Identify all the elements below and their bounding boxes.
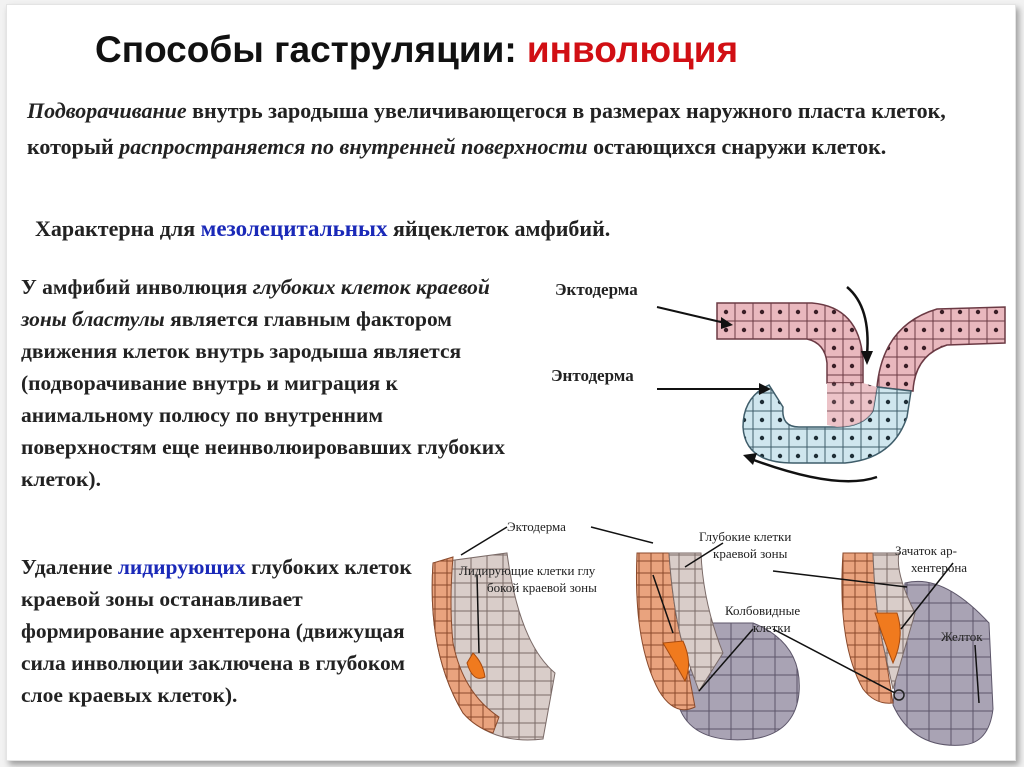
slide-title: Способы гаструляции: инволюция [95,29,738,71]
arrow-endoderm [657,383,771,395]
ectoderm-label-bottom: Эктодерма [507,519,566,534]
amphibian-text: является главным фактором движения клето… [21,307,505,491]
archenteron-label-line-2: хентерона [911,560,967,575]
slide: Способы гаструляции: инволюция Подворачи… [6,4,1016,761]
endoderm-layer [743,383,911,463]
endoderm-label: Энтодерма [551,366,634,385]
title-accent: инволюция [527,29,738,70]
amphibian-prefix: У амфибий инволюция [21,275,253,299]
title-main: Способы гаструляции: [95,29,517,70]
ectoderm-layer-right [877,307,1005,391]
bottle-cells-label-line-2: клетки [753,620,791,635]
removal-paragraph: Удаление лидирующих глубоких клеток крае… [21,551,421,711]
amphibian-paragraph: У амфибий инволюция глубоких клеток крае… [21,271,519,495]
definition-text-2: остающихся снаружи клеток. [588,134,887,159]
deep-cells-label-line-2: краевой зоны [713,546,788,561]
definition-emphasis: распространяется по внутренней поверхнос… [119,134,587,159]
ectoderm-label: Эктодерма [555,280,638,299]
stages-diagram: Эктодерма Лидирующие клетки глу бокой кр… [423,513,1011,755]
archenteron-label-line-1: Зачаток ар- [895,543,957,558]
leading-cells-label-line-2: бокой краевой зоны [487,580,597,595]
bottle-cells-label-line-1: Колбовидные [725,603,800,618]
definition-term: Подворачивание [27,98,187,123]
yolk-label: Желток [941,629,983,644]
definition-paragraph: Подворачивание внутрь зародыша увеличива… [27,93,1002,165]
leading-cells-label-line-1: Лидирующие клетки глу [459,563,596,578]
removal-prefix: Удаление [21,555,118,579]
deep-cells-label-line-1: Глубокие клетки [699,529,791,544]
characteristic-highlight: мезолецитальных [201,216,388,241]
ectoderm-layer [717,303,863,383]
removal-highlight: лидирующих [118,555,246,579]
characteristic-paragraph: Характерна для мезолецитальных яйцеклето… [35,213,935,245]
stage-2 [636,553,799,740]
involution-diagram: Эктодерма Энтодерма [537,267,1007,495]
characteristic-suffix: яйцеклеток амфибий. [388,216,611,241]
characteristic-prefix: Характерна для [35,216,201,241]
